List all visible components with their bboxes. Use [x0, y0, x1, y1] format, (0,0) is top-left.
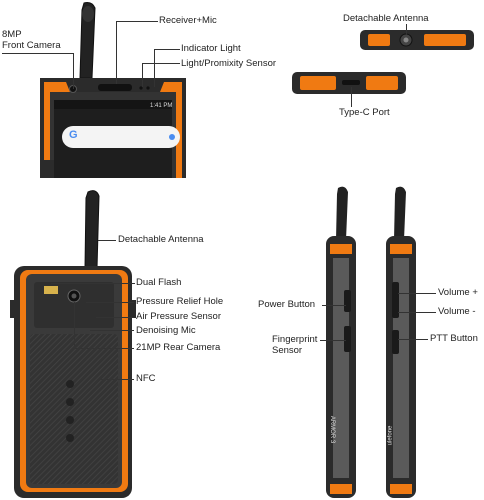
label-front-camera: 8MP Front Camera: [2, 29, 61, 51]
label-detachable-antenna-back: Detachable Antenna: [118, 234, 204, 245]
label-volume-up: Volume +: [438, 287, 478, 298]
label-type-c-port: Type-C Port: [339, 107, 390, 118]
label-detachable-antenna-top: Detachable Antenna: [343, 13, 429, 24]
label-fingerprint-sensor: Fingerprint Sensor: [272, 334, 318, 356]
label-indicator-light: Indicator Light: [181, 43, 241, 54]
label-power-button: Power Button: [258, 299, 316, 310]
label-receiver-mic: Receiver+Mic: [159, 15, 217, 26]
label-volume-down: Volume -: [438, 306, 476, 317]
side-brand-1: ARMOR 3: [329, 415, 336, 444]
label-pressure-relief-hole: Pressure Relief Hole: [136, 296, 224, 307]
label-denoising-mic: Denoising Mic: [136, 325, 196, 336]
label-rear-camera: 21MP Rear Camera: [136, 342, 221, 353]
label-ptt-button: PTT Button: [430, 333, 478, 344]
search-logo: G: [69, 129, 78, 141]
screen-time: 1:41 PM: [150, 103, 173, 109]
side-brand-2: ulefone: [387, 425, 394, 446]
label-dual-flash: Dual Flash: [136, 277, 182, 288]
leader-front-camera: [2, 53, 73, 54]
label-air-pressure-sensor: Air Pressure Sensor: [136, 311, 222, 322]
label-nfc: NFC: [136, 373, 156, 384]
label-light-sensor: Light/Promixity Sensor: [181, 58, 277, 69]
